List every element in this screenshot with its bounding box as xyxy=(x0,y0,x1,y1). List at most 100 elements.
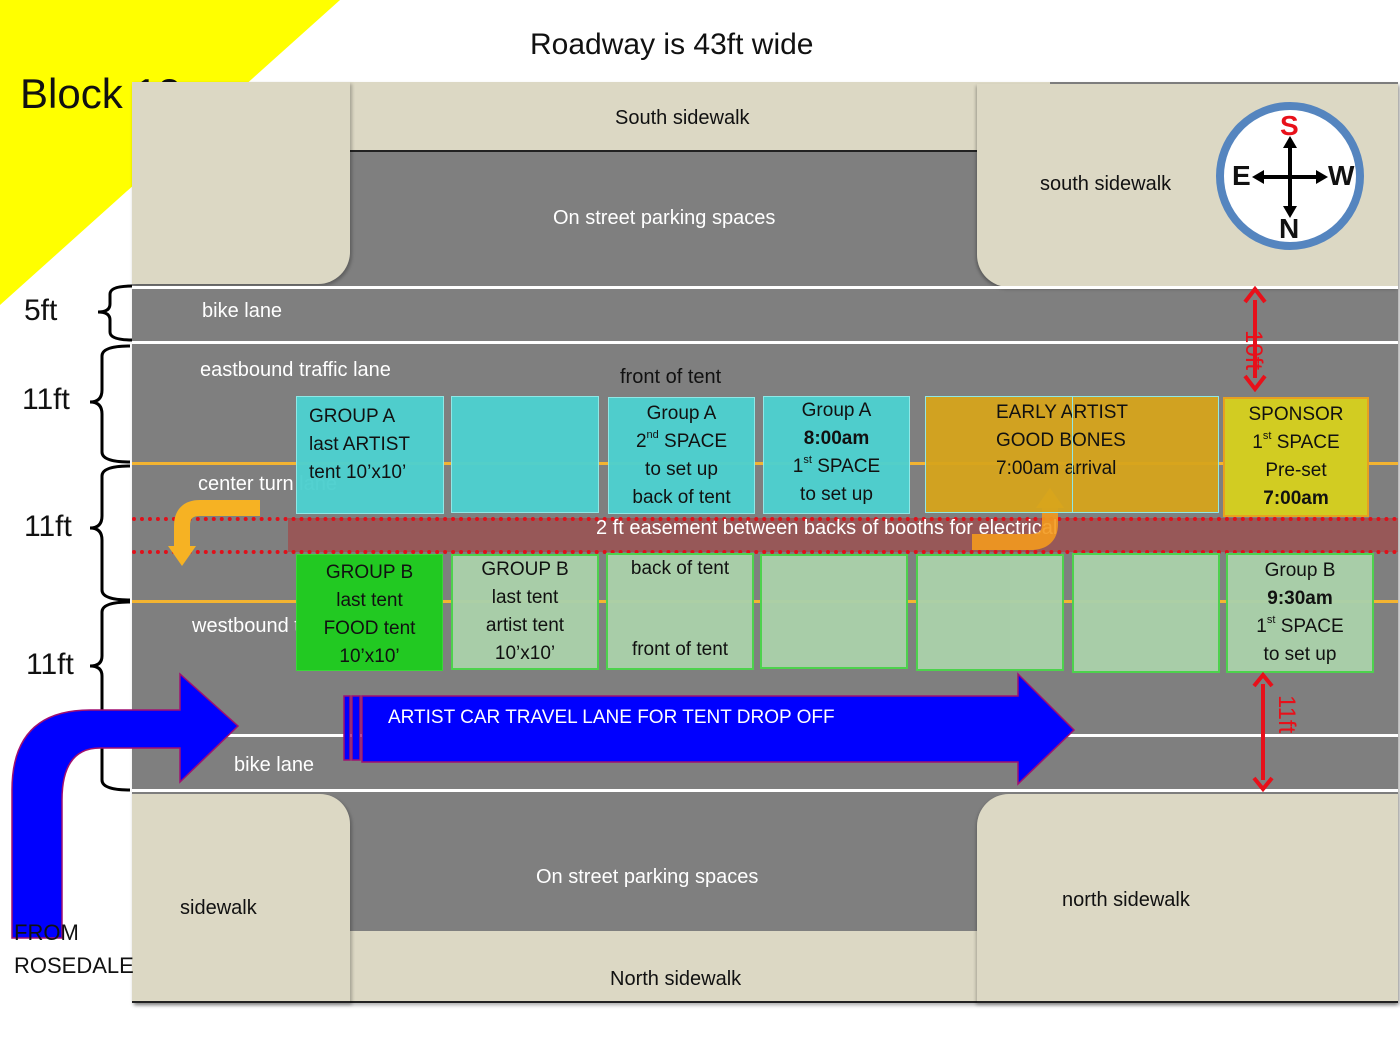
dimension-eastbound-label: 11ft xyxy=(22,383,70,416)
tent-sponsor-1st-space[interactable]: SPONSOR 1st SPACE Pre-set 7:00am xyxy=(1223,397,1369,517)
ordinal-suffix: st xyxy=(1266,614,1276,626)
tent-group-b-empty-3[interactable] xyxy=(1072,553,1220,673)
dimension-arrow-top-icon xyxy=(1243,286,1267,392)
lane-line-bottom xyxy=(132,789,1398,792)
front-of-tent-label: front of tent xyxy=(631,639,729,660)
corner-sidewalk-nw xyxy=(132,82,350,284)
tent-group-a-empty[interactable] xyxy=(451,396,599,513)
compass-icon xyxy=(1216,102,1364,250)
ordinal-number: 2 xyxy=(635,431,647,452)
dimension-westbound-label: 11ft xyxy=(26,648,74,681)
ordinal-number: 1 xyxy=(1256,616,1267,637)
ordinal-number: 1 xyxy=(1252,432,1263,453)
ordinal-suffix: nd xyxy=(646,429,659,441)
tent-group-b-back-front[interactable]: back of tent front of tent xyxy=(606,553,754,670)
tent-line: to set up xyxy=(800,484,873,505)
tent-line: 1st SPACE xyxy=(1252,429,1339,457)
tent-group-a-1st-space[interactable]: Group A 8:00am 1st SPACE to set up xyxy=(763,396,910,514)
tent-group-b-empty-2[interactable] xyxy=(916,554,1064,671)
tent-line: 1st SPACE xyxy=(1256,613,1343,641)
south-parking-label: On street parking spaces xyxy=(553,207,776,229)
tent-line: tent 10’x10’ xyxy=(309,462,407,483)
ordinal-rest: SPACE xyxy=(811,456,881,477)
tent-line: Group A xyxy=(646,403,717,424)
tent-line: Group A xyxy=(801,400,872,421)
ordinal-suffix: st xyxy=(1262,430,1272,442)
tent-group-a-last-artist[interactable]: GROUP A last ARTIST tent 10’x10’ xyxy=(296,396,444,514)
tent-early-artist-good-bones[interactable]: EARLY ARTIST GOOD BONES 7:00am arrival xyxy=(925,396,1219,513)
compass-east-label: E xyxy=(1232,160,1251,191)
dimension-bike-lane-label: 5ft xyxy=(24,294,58,327)
compass-north-label: N xyxy=(1279,213,1300,244)
south-sidewalk-label: South sidewalk xyxy=(615,107,750,129)
tent-group-b-food[interactable]: GROUP B last tent FOOD tent 10’x10’ xyxy=(296,554,443,671)
tent-line: to set up xyxy=(645,459,718,480)
easement-band xyxy=(288,518,1398,552)
dimension-arrow-bottom-icon xyxy=(1252,672,1274,792)
bike-lane-bottom-label: bike lane xyxy=(234,754,315,776)
easement-dotted-line-south xyxy=(132,550,1398,554)
front-of-tent-label: front of tent xyxy=(620,366,722,388)
bike-lane-top-label: bike lane xyxy=(202,300,283,322)
from-rosedale-label: FROM ROSEDALE xyxy=(14,916,134,982)
tent-line: 10’x10’ xyxy=(339,646,400,667)
tent-line: GROUP B xyxy=(325,562,414,583)
south-sidewalk-corner-label: south sidewalk xyxy=(1040,173,1172,195)
tent-line: Pre-set xyxy=(1265,460,1327,481)
tent-line: GOOD BONES xyxy=(996,430,1126,451)
ordinal-number: 1 xyxy=(792,456,804,477)
tent-line: 7:00am arrival xyxy=(996,458,1117,479)
tent-divider xyxy=(1072,397,1073,512)
tent-line: GROUP A xyxy=(309,406,396,427)
dimension-top-clearance-label: 10ft xyxy=(1240,330,1267,371)
tent-line: FOOD tent xyxy=(323,618,416,639)
tent-line: back of tent xyxy=(632,487,731,508)
eastbound-lane-label: eastbound traffic lane xyxy=(200,359,391,381)
tent-group-a-2nd-space[interactable]: Group A 2nd SPACE to set up back of tent xyxy=(608,397,755,514)
south-sidewalk xyxy=(350,82,1050,152)
north-parking-label: On street parking spaces xyxy=(536,866,759,888)
tent-group-b-1st-space[interactable]: Group B 9:30am 1st SPACE to set up xyxy=(1226,553,1374,673)
tent-line: Group B xyxy=(1264,560,1336,581)
tent-line: last tent xyxy=(491,587,559,608)
tent-line: SPONSOR xyxy=(1248,404,1344,425)
from-label: FROM xyxy=(14,920,79,945)
north-parking xyxy=(350,794,978,931)
north-sidewalk-corner xyxy=(977,794,1398,1003)
tent-line: last ARTIST xyxy=(309,434,411,455)
ordinal-suffix: st xyxy=(803,454,812,466)
tent-time: 7:00am xyxy=(1263,488,1329,509)
tent-line: 1st SPACE xyxy=(793,453,880,481)
tent-line: GROUP B xyxy=(481,559,569,580)
tent-line: to set up xyxy=(1263,644,1337,665)
ordinal-rest: SPACE xyxy=(1275,616,1344,637)
drop-off-label: ARTIST CAR TRAVEL LANE FOR TENT DROP OFF xyxy=(388,707,835,728)
rosedale-label: ROSEDALE xyxy=(14,953,134,978)
tent-time: 8:00am xyxy=(803,428,870,449)
tent-line: last tent xyxy=(336,590,403,611)
dimension-center-label: 11ft xyxy=(24,510,72,543)
lane-line-top xyxy=(132,286,1398,289)
back-of-tent-label: back of tent xyxy=(630,558,730,579)
page-title: Roadway is 43ft wide xyxy=(530,28,814,61)
tent-line: EARLY ARTIST xyxy=(996,402,1128,423)
north-sidewalk xyxy=(350,931,978,1003)
compass-west-label: W xyxy=(1328,160,1355,191)
tent-line: artist tent xyxy=(485,615,565,636)
corner-sidewalk-sw xyxy=(132,794,350,1003)
compass-south-label: S xyxy=(1280,110,1299,141)
dimension-bottom-clearance-label: 11ft xyxy=(1273,695,1300,734)
ordinal-rest: SPACE xyxy=(1271,432,1340,453)
tent-group-b-empty-1[interactable] xyxy=(760,554,908,669)
easement-dotted-line-north xyxy=(132,517,1398,521)
easement-label: 2 ft easement between backs of booths fo… xyxy=(596,517,1058,539)
tent-group-b-last-artist[interactable]: GROUP B last tent artist tent 10’x10’ xyxy=(451,554,599,670)
ordinal-rest: SPACE xyxy=(658,431,728,452)
north-sidewalk-corner-label: north sidewalk xyxy=(1062,889,1190,911)
tent-line: 2nd SPACE xyxy=(636,428,727,456)
lane-line-bike-top xyxy=(132,341,1398,344)
north-sidewalk-label: North sidewalk xyxy=(610,968,742,990)
tent-time: 9:30am xyxy=(1267,588,1333,609)
tent-line: 10’x10’ xyxy=(494,643,556,664)
turn-arrow-left-icon xyxy=(168,500,260,566)
